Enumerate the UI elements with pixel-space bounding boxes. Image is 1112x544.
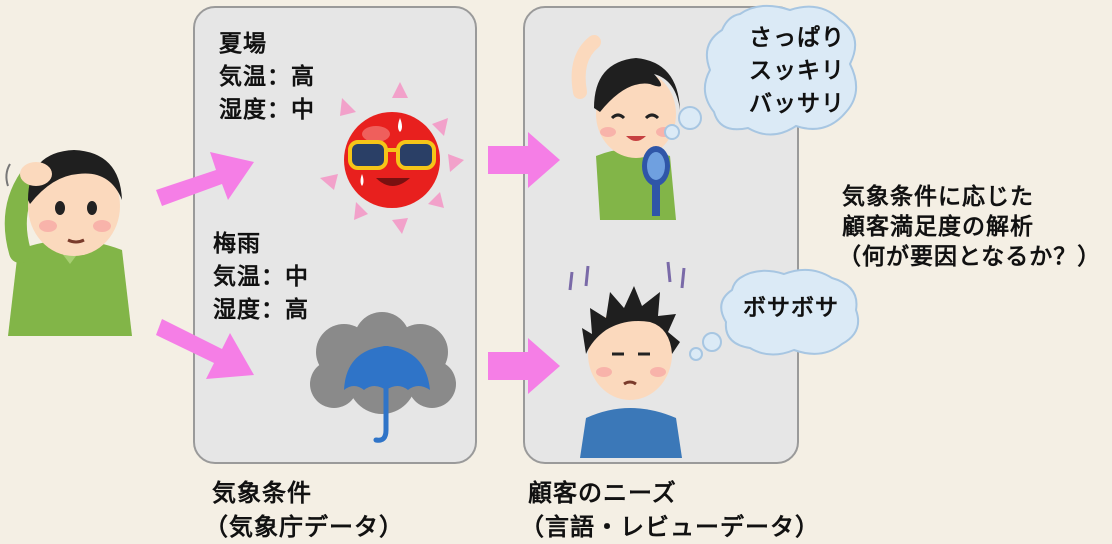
caption-weather-title: 気象条件 — [212, 479, 312, 507]
rain-cloud-umbrella-icon — [310, 312, 456, 443]
rainy-title: 梅雨 — [213, 231, 261, 257]
caption-needs-title: 顧客のニーズ — [528, 479, 677, 507]
bubble-bottom-text: ボサボサ — [743, 295, 839, 321]
summer-temp: 気温：高 — [219, 64, 315, 90]
thinking-person-icon — [4, 150, 132, 336]
analysis-line-2: 顧客満足度の解析 — [842, 214, 1034, 240]
caption-weather-source: （気象庁データ） — [204, 513, 404, 541]
summer-title: 夏場 — [219, 31, 267, 57]
rainy-humidity: 湿度：高 — [213, 297, 309, 323]
caption-weather: 気象条件 （気象庁データ） — [204, 476, 404, 544]
arrow-to-summer — [156, 152, 254, 206]
happy-customer-icon — [571, 35, 680, 220]
analysis-line-3: （何が要因となるか？） — [838, 244, 1102, 270]
arrow-to-messy-customer — [488, 338, 560, 394]
bubble-top-line-2: スッキリ — [749, 58, 845, 84]
bubble-top-text: さっぱり スッキリ バッサリ — [742, 22, 852, 121]
analysis-line-1: 気象条件に応じた — [842, 184, 1034, 210]
analysis-text: 気象条件に応じた 顧客満足度の解析 （何が要因となるか？） — [838, 182, 1101, 272]
thought-bubble-bottom — [689, 268, 860, 361]
messy-hair-customer-icon — [568, 261, 686, 458]
sun-icon — [320, 82, 464, 234]
rainy-label: 梅雨 気温：中 湿度：高 — [213, 228, 309, 327]
arrow-to-happy-customer — [488, 132, 560, 188]
thought-bubble-top — [664, 4, 857, 140]
caption-needs: 顧客のニーズ （言語・レビューデータ） — [520, 476, 820, 544]
arrow-to-rainy — [156, 319, 254, 379]
bubble-top-line-3: バッサリ — [749, 91, 845, 117]
rainy-temp: 気温：中 — [213, 264, 309, 290]
summer-humidity: 湿度：中 — [219, 97, 315, 123]
summer-label: 夏場 気温：高 湿度：中 — [219, 28, 315, 127]
caption-needs-source: （言語・レビューデータ） — [520, 513, 820, 541]
bubble-top-line-1: さっぱり — [749, 25, 845, 51]
